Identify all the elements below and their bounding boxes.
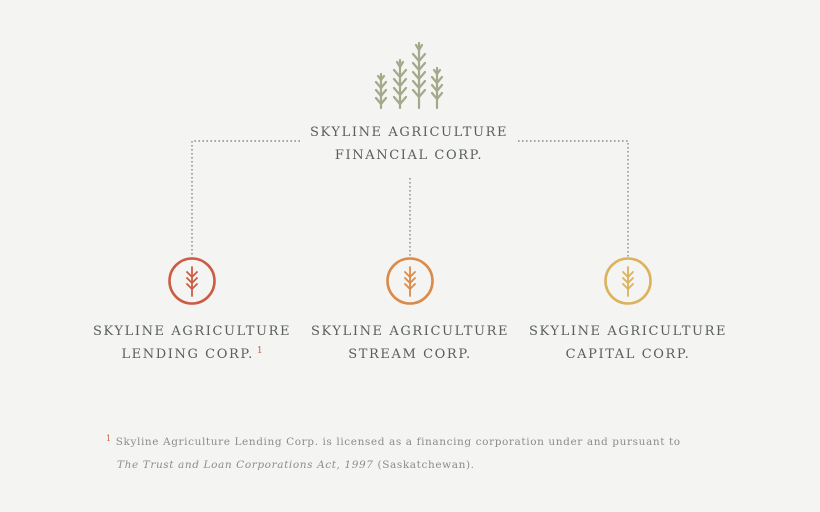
parent-name-line2: FINANCIAL CORP. xyxy=(334,148,484,163)
lending-name-line1: SKYLINE AGRICULTURE xyxy=(92,324,292,339)
capital-company-label: SKYLINE AGRICULTURE CAPITAL CORP. xyxy=(508,320,748,366)
lending-wheat-icon xyxy=(167,256,217,306)
footnote-text-line1: Skyline Agriculture Lending Corp. is lic… xyxy=(115,436,681,448)
footnote-marker: 1 xyxy=(106,434,112,443)
stream-name-line2: STREAM CORP. xyxy=(348,347,472,362)
connector-left xyxy=(191,140,300,258)
lending-name-line2: LENDING CORP.1 xyxy=(121,346,263,362)
capital-name-line1: SKYLINE AGRICULTURE xyxy=(528,324,728,339)
stream-company-label: SKYLINE AGRICULTURE STREAM CORP. xyxy=(290,320,530,366)
wheat-logo-icon xyxy=(368,40,448,112)
act-title: The Trust and Loan Corporations Act, 199… xyxy=(117,459,374,471)
act-suffix: (Saskatchewan). xyxy=(373,459,475,471)
parent-company-label: SKYLINE AGRICULTURE FINANCIAL CORP. xyxy=(289,121,529,167)
wheat-stalks-icon xyxy=(374,41,444,110)
footnote-ref-marker: 1 xyxy=(256,346,263,356)
stream-wheat-icon xyxy=(385,256,435,306)
connector-right xyxy=(518,140,629,258)
capital-name-line2: CAPITAL CORP. xyxy=(565,347,691,362)
footnote-text-line2: The Trust and Loan Corporations Act, 199… xyxy=(106,454,706,477)
capital-wheat-icon xyxy=(603,256,653,306)
stream-name-line1: SKYLINE AGRICULTURE xyxy=(310,324,510,339)
parent-name-line1: SKYLINE AGRICULTURE xyxy=(309,125,509,140)
lending-company-label: SKYLINE AGRICULTURE LENDING CORP.1 xyxy=(72,320,312,366)
